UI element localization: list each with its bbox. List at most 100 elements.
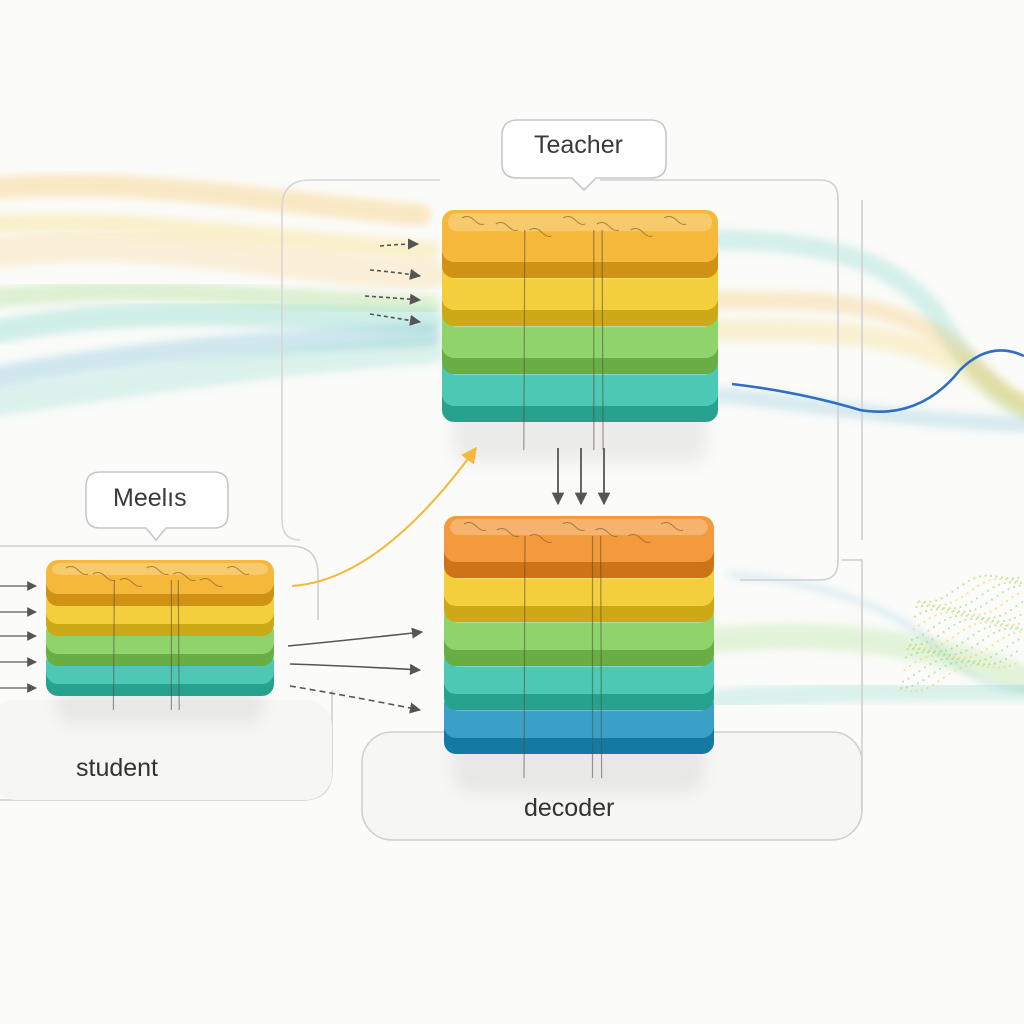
output-dot [964, 603, 968, 607]
output-dot [975, 597, 979, 600]
output-dot [1008, 618, 1011, 622]
output-dot [943, 653, 946, 656]
output-dot [908, 664, 912, 668]
output-dot [924, 610, 928, 613]
output-dot [981, 593, 984, 596]
output-dot [952, 656, 956, 659]
decoder-scribble [496, 527, 520, 538]
output-dot [1018, 630, 1022, 634]
student-scribble [92, 571, 116, 582]
output-dot [943, 618, 947, 622]
output-dot [927, 675, 931, 678]
output-dot [914, 643, 918, 647]
teacher-callout [501, 119, 667, 192]
output-dot [981, 638, 985, 642]
output-dot [997, 666, 1001, 669]
output-dot [1011, 596, 1014, 599]
decoder-scribble [595, 527, 618, 538]
output-dot [983, 612, 987, 615]
output-dot [979, 605, 983, 608]
student-scribbles [65, 565, 250, 588]
output-dot [941, 608, 944, 611]
output-dot [929, 600, 932, 603]
output-dot [901, 680, 905, 683]
output-dot [942, 606, 946, 610]
models-callout [85, 471, 229, 542]
output-dot [906, 648, 909, 651]
output-dot [1019, 581, 1023, 585]
output-dot [985, 602, 988, 605]
output-dot [970, 600, 973, 604]
student-vertical-line [112, 579, 115, 711]
output-dot [994, 624, 997, 627]
output-dot [1008, 581, 1012, 584]
output-dot [965, 649, 968, 652]
output-dot [952, 609, 955, 613]
output-dot [1010, 625, 1014, 628]
decoder-scribble [627, 533, 651, 544]
output-dot [920, 642, 923, 646]
teacher-scribble [630, 227, 653, 238]
output-dot [1001, 622, 1004, 626]
output-dot [1004, 612, 1007, 615]
output-dot [1017, 622, 1021, 626]
output-dot [966, 637, 970, 640]
output-dot [1004, 578, 1008, 581]
output-dot [976, 616, 980, 619]
output-dot [977, 662, 980, 666]
output-dot [1020, 628, 1023, 631]
output-dot [967, 659, 971, 663]
output-dot [947, 655, 950, 658]
output-dot [1015, 605, 1018, 608]
output-dot [911, 647, 915, 651]
output-dot [1004, 657, 1008, 661]
output-dot [921, 633, 925, 636]
output-dot [904, 689, 907, 692]
output-dot [1019, 613, 1022, 617]
output-dot [914, 661, 917, 664]
output-dot [924, 647, 927, 650]
student-to-decoder-arrows [287, 627, 424, 714]
teacher-frame-left [281, 179, 440, 541]
student-layer-stack [46, 560, 274, 724]
output-dot [937, 652, 941, 655]
output-dot [1014, 627, 1018, 630]
output-dot [993, 662, 997, 665]
output-dot [998, 629, 1001, 632]
output-dot [940, 658, 943, 661]
output-dot [920, 688, 924, 692]
output-dot [961, 641, 964, 644]
output-dot [995, 621, 999, 625]
output-dot [991, 619, 995, 623]
student-scribble [65, 565, 89, 576]
output-dot [986, 589, 990, 592]
output-dot [926, 686, 929, 690]
output-dot [984, 574, 987, 577]
output-dot [958, 620, 962, 624]
output-dot [997, 583, 1001, 586]
output-dot [963, 610, 966, 613]
output-dot [948, 672, 951, 675]
student-scribble [173, 571, 196, 582]
teacher-scribble [663, 215, 687, 226]
ribbon-6 [0, 336, 444, 417]
output-dot [1001, 591, 1005, 594]
output-dot [933, 650, 937, 653]
output-dot [915, 651, 919, 655]
output-dot [963, 656, 967, 660]
ribbon-3 [0, 281, 440, 315]
output-dot [984, 658, 987, 661]
output-dot [912, 628, 915, 631]
decoder-frame-right [842, 559, 863, 810]
output-dot [988, 663, 991, 666]
output-dot [946, 608, 950, 612]
teacher-scribble [596, 221, 620, 232]
output-dot [928, 617, 932, 620]
output-dot [974, 654, 978, 657]
output-dot [1017, 576, 1020, 580]
output-dot [982, 663, 986, 666]
output-dot [970, 664, 973, 667]
output-dot [993, 578, 997, 581]
output-dot [920, 604, 924, 608]
